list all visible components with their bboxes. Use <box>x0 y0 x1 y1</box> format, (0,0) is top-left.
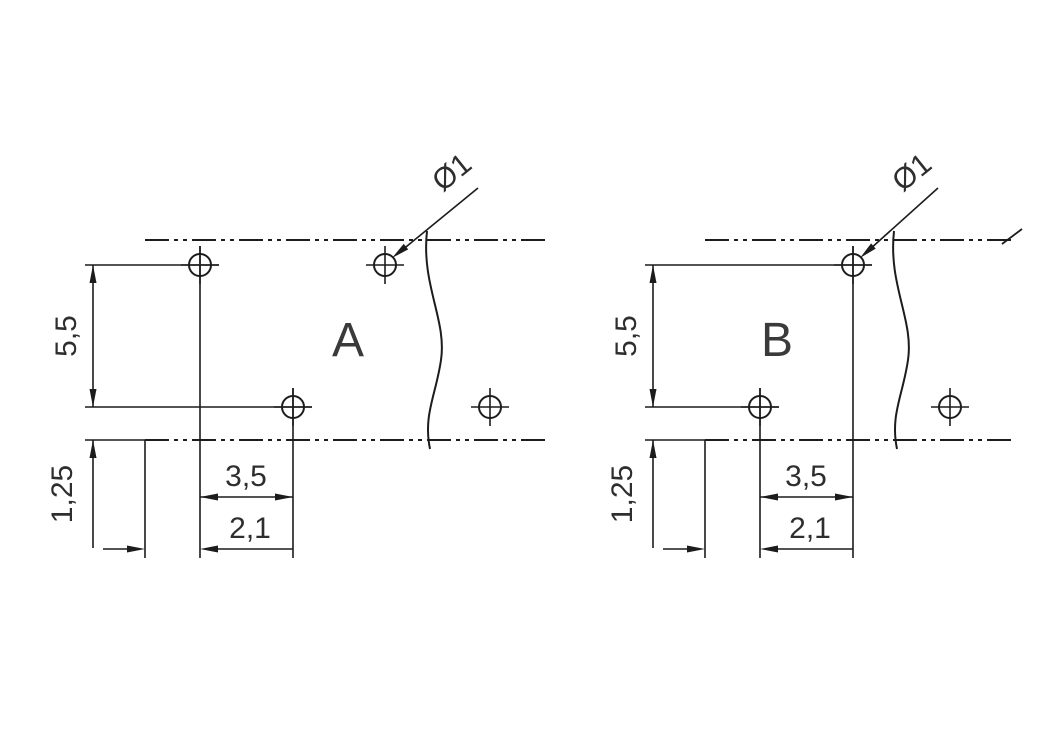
diagram-b: 5,5 1,25 3,5 2,1 Ø1 <box>606 147 1023 558</box>
arrowhead-down <box>649 389 657 407</box>
arrowhead-down <box>89 389 97 407</box>
leader-arrowhead <box>392 243 409 258</box>
arrowhead-up <box>89 440 97 458</box>
break-line <box>425 230 443 450</box>
dimension-row-spacing: 5,5 <box>50 265 97 407</box>
leader-line <box>400 187 479 252</box>
dimension-label-1-25: 1,25 <box>46 465 79 523</box>
hole-marker <box>471 388 509 426</box>
arrowhead-left <box>760 545 778 553</box>
break-line <box>892 230 910 450</box>
dimension-edge-horizontal: 2,1 <box>103 512 293 553</box>
hole-diameter-callout: Ø1 <box>392 147 479 258</box>
dimension-label-5-5: 5,5 <box>50 315 83 357</box>
dimension-edge-horizontal: 2,1 <box>663 512 853 553</box>
dimension-hole-offset: 3,5 <box>760 460 853 501</box>
hole-diameter-callout: Ø1 <box>860 147 939 258</box>
hole-marker <box>366 246 404 284</box>
arrowhead-up <box>649 440 657 458</box>
leader-arrowhead <box>860 243 876 258</box>
arrowhead-right <box>835 493 853 501</box>
extension-lines-vertical <box>704 246 854 558</box>
arrowhead-right <box>127 545 145 553</box>
dimension-label-3-5: 3,5 <box>225 460 267 493</box>
dimension-label-3-5: 3,5 <box>785 460 827 493</box>
extension-lines-horizontal <box>85 264 312 441</box>
dimension-label-2-1: 2,1 <box>789 512 831 545</box>
dimension-edge-vertical: 1,25 <box>606 440 657 548</box>
dimension-edge-vertical: 1,25 <box>46 440 97 548</box>
arrowhead-left <box>200 493 218 501</box>
diagram-a: 5,5 1,25 3,5 2,1 Ø1 <box>46 147 545 558</box>
arrowhead-right <box>687 545 705 553</box>
variant-label-b: B <box>761 314 793 367</box>
dimension-label-2-1: 2,1 <box>229 512 271 545</box>
leader-line <box>868 187 939 251</box>
hole-marker <box>931 388 969 426</box>
edge-continuation-tick <box>1001 228 1023 245</box>
dimension-row-spacing: 5,5 <box>610 265 657 407</box>
variant-label-a: A <box>332 314 364 367</box>
arrowhead-right <box>275 493 293 501</box>
extension-lines-vertical <box>144 246 294 558</box>
arrowhead-left <box>760 493 778 501</box>
arrowhead-up <box>649 265 657 283</box>
extension-lines-horizontal <box>645 264 872 441</box>
dimension-label-1-25: 1,25 <box>606 465 639 523</box>
arrowhead-left <box>200 545 218 553</box>
dimension-hole-offset: 3,5 <box>200 460 293 501</box>
arrowhead-up <box>89 265 97 283</box>
hole-diameter-label: Ø1 <box>886 147 938 198</box>
hole-diameter-label: Ø1 <box>426 147 478 198</box>
dimension-label-5-5: 5,5 <box>610 315 643 357</box>
